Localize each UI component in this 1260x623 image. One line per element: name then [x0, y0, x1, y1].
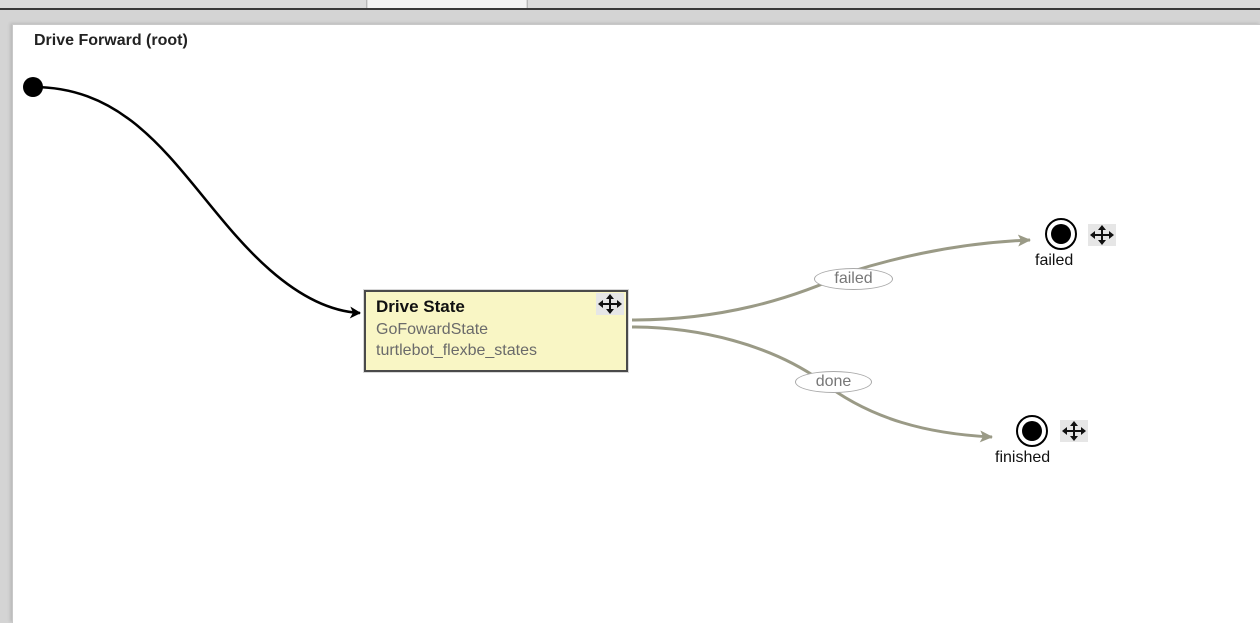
- outcome-target-icon[interactable]: [1045, 218, 1077, 250]
- transition-label-failed[interactable]: failed: [814, 268, 893, 290]
- outcome-label-finished: finished: [995, 449, 1051, 466]
- tab-divider: [527, 0, 528, 8]
- tab-divider: [366, 0, 367, 8]
- top-tab-bar: [0, 0, 1260, 10]
- state-box[interactable]: Drive State GoFowardState turtlebot_flex…: [364, 290, 628, 372]
- move-arrows-icon[interactable]: [1060, 420, 1088, 442]
- state-name: Drive State: [376, 297, 465, 316]
- state-package: turtlebot_flexbe_states: [376, 342, 537, 359]
- state-machine-title: Drive Forward (root): [34, 32, 188, 49]
- outcome-target-icon[interactable]: [1016, 415, 1048, 447]
- active-tab[interactable]: [368, 0, 526, 8]
- state-class: GoFowardState: [376, 321, 489, 338]
- initial-transition[interactable]: [32, 85, 361, 319]
- move-arrows-icon[interactable]: [1088, 224, 1116, 246]
- move-arrows-icon[interactable]: [596, 293, 624, 315]
- outcome-label-failed: failed: [1035, 252, 1074, 269]
- transition-label-done[interactable]: done: [795, 371, 872, 393]
- state-machine-canvas[interactable]: [12, 24, 1260, 623]
